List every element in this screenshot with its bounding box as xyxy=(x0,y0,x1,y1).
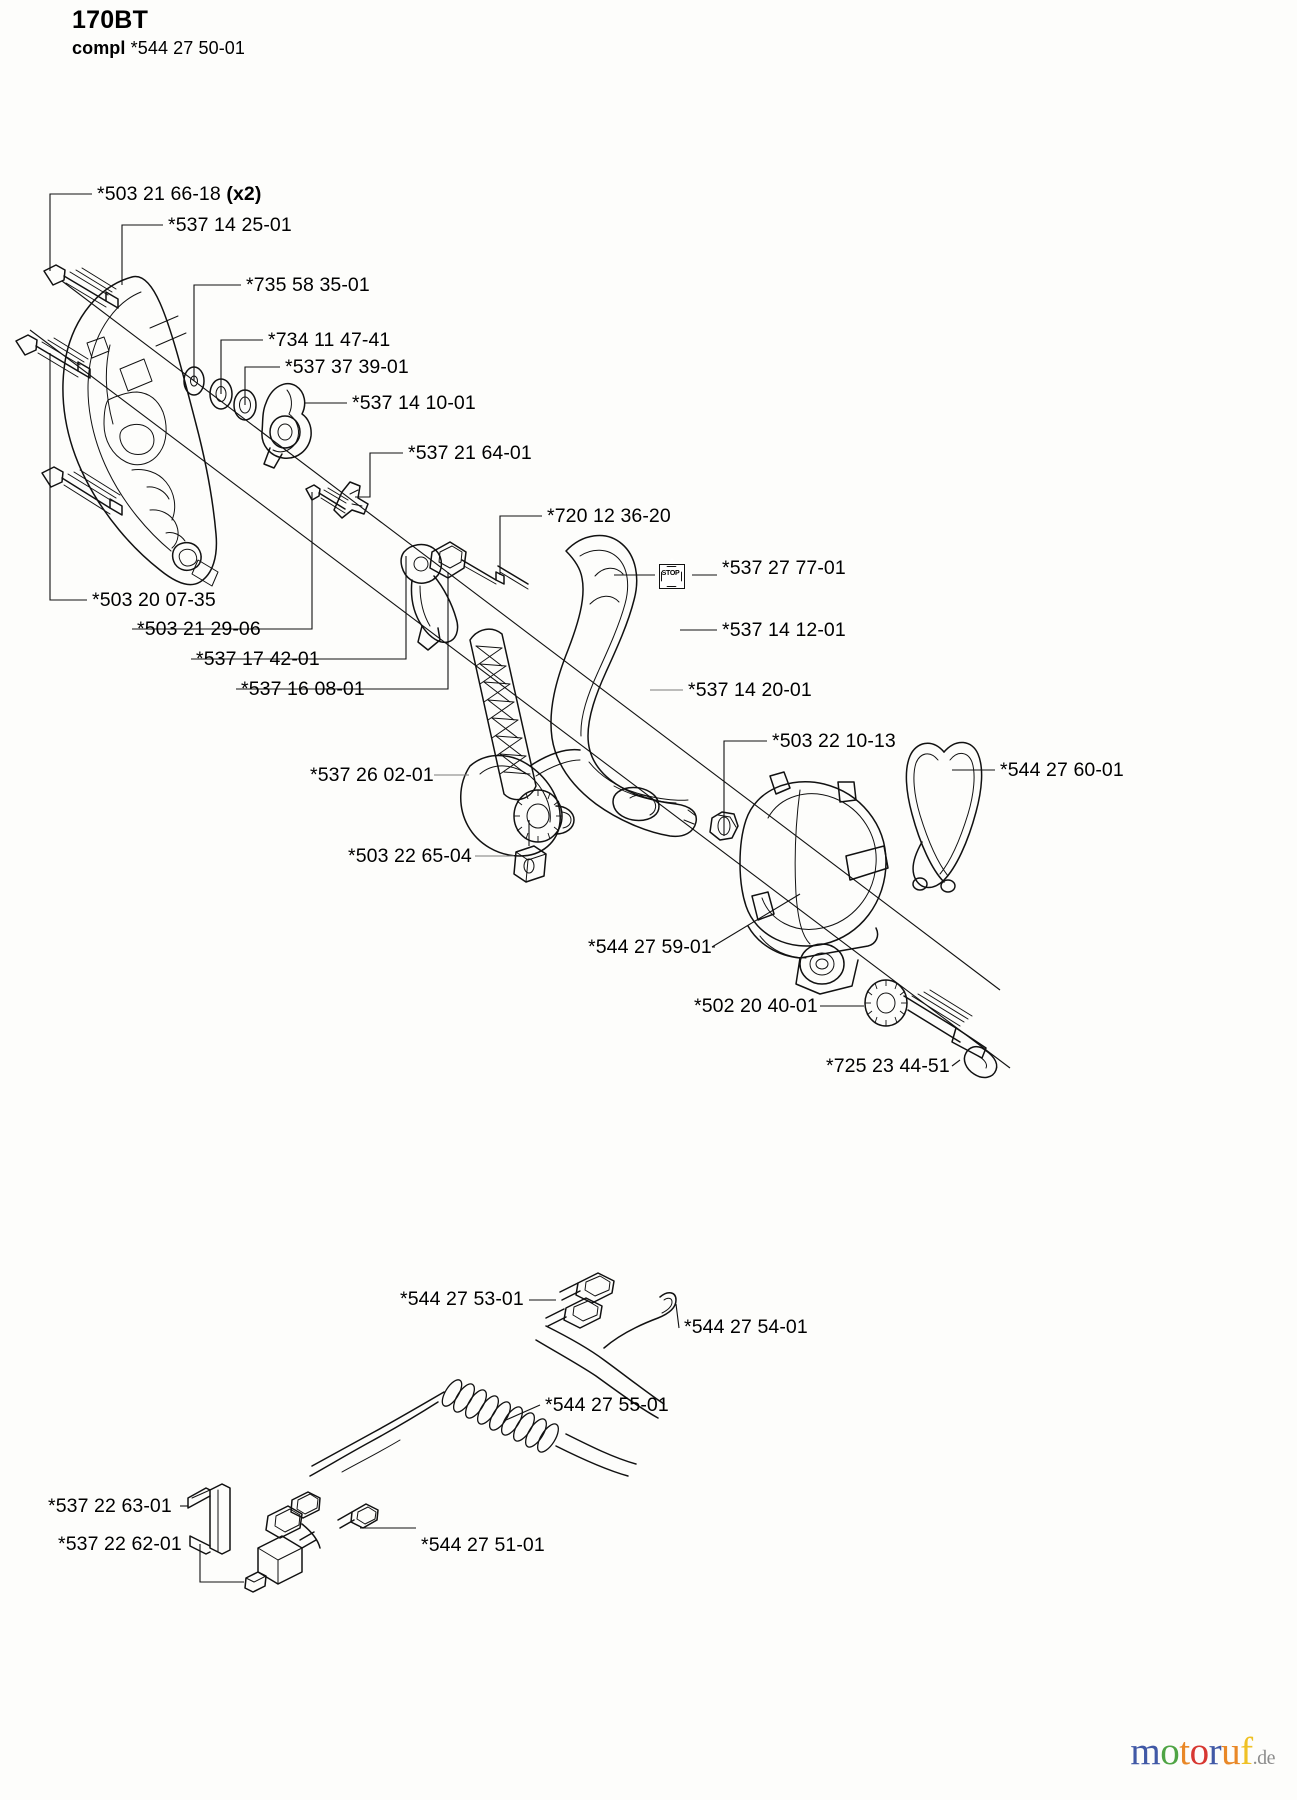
small-screw-part xyxy=(305,484,349,514)
part-number-label: *544 27 59-01 xyxy=(588,936,712,958)
part-number-label: *537 27 77-01 xyxy=(722,557,846,579)
part-number-label: *735 58 35-01 xyxy=(246,274,370,296)
part-number-label: *537 21 64-01 xyxy=(408,442,532,464)
screw-part-1 xyxy=(43,264,119,309)
square-nut-part xyxy=(513,845,547,883)
watermark-letter: u xyxy=(1221,1730,1241,1773)
throttle-tube-part xyxy=(497,565,529,590)
part-number-label: *734 11 47-41 xyxy=(268,329,391,351)
part-number-text: *537 37 39-01 xyxy=(285,356,409,378)
part-number-label: *537 14 12-01 xyxy=(722,619,846,641)
throttle-body-part xyxy=(261,382,312,469)
part-number-label: *544 27 60-01 xyxy=(1000,759,1124,781)
part-number-label: *537 16 08-01 xyxy=(241,678,365,700)
part-number-label: *503 21 66-18 (x2) xyxy=(97,183,262,205)
part-number-text: *537 14 20-01 xyxy=(688,679,812,701)
part-number-text: *544 27 51-01 xyxy=(421,1534,545,1556)
part-number-text: *537 26 02-01 xyxy=(310,764,434,786)
part-number-label: *503 20 07-35 xyxy=(92,589,216,611)
part-number-label: *503 22 10-13 xyxy=(772,730,896,752)
part-number-text: *544 27 55-01 xyxy=(545,1394,669,1416)
stop-decal-text: STOP xyxy=(661,570,680,577)
part-number-label: *537 17 42-01 xyxy=(196,648,320,670)
clamp-bolt-part xyxy=(903,989,998,1079)
part-number-label: *537 14 25-01 xyxy=(168,214,292,236)
part-number-label: *720 12 36-20 xyxy=(547,505,671,527)
page-title: 170BT xyxy=(72,6,149,34)
part-number-text: *537 21 64-01 xyxy=(408,442,532,464)
throttle-link-part xyxy=(429,541,505,585)
part-number-text: *537 27 77-01 xyxy=(722,557,846,579)
watermark-letter: f xyxy=(1240,1730,1253,1773)
tube-clamp-part xyxy=(739,771,889,995)
handle-housing-part xyxy=(550,534,698,838)
part-number-label: *544 27 54-01 xyxy=(684,1316,808,1338)
screw-part-2 xyxy=(15,334,91,379)
bellows-grip-part xyxy=(469,628,537,801)
part-number-label: *537 37 39-01 xyxy=(285,356,409,378)
air-tube-part xyxy=(460,748,581,857)
part-number-text: *537 22 62-01 xyxy=(58,1533,182,1555)
part-number-label: *544 27 51-01 xyxy=(421,1534,545,1556)
part-number-text: *537 22 63-01 xyxy=(48,1495,172,1517)
part-number-label: *537 26 02-01 xyxy=(310,764,434,786)
wiring-harness-group xyxy=(187,1272,677,1593)
knurled-knob-part xyxy=(513,789,575,843)
part-number-text: *503 22 65-04 xyxy=(348,845,472,867)
assembly-number: *544 27 50-01 xyxy=(130,38,246,58)
watermark-suffix: .de xyxy=(1252,1747,1276,1769)
part-number-text: *537 16 08-01 xyxy=(241,678,365,700)
part-number-text: *735 58 35-01 xyxy=(246,274,370,296)
part-number-label: *725 23 44-51 xyxy=(826,1055,950,1077)
part-number-text: *503 21 29-06 xyxy=(137,618,261,640)
watermark-letter: m xyxy=(1130,1730,1161,1773)
assembly-subtitle: compl *544 27 50-01 xyxy=(72,38,245,59)
part-number-label: *502 20 40-01 xyxy=(694,995,818,1017)
watermark-letter: o xyxy=(1160,1730,1180,1773)
site-watermark: motoruf.de xyxy=(1130,1732,1275,1778)
part-number-text: *734 11 47-41 xyxy=(268,329,391,351)
assembly-axis-lines xyxy=(29,280,1011,1069)
spring-clip-part xyxy=(905,741,983,893)
part-number-label: *503 22 65-04 xyxy=(348,845,472,867)
clamp-knob-part xyxy=(864,979,908,1027)
stop-decal-icon: STOP xyxy=(657,558,687,589)
part-number-label: *537 14 20-01 xyxy=(688,679,812,701)
part-number-text: *544 27 54-01 xyxy=(684,1316,808,1338)
part-number-text: *537 14 10-01 xyxy=(352,392,476,414)
assembly-prefix: compl xyxy=(72,38,126,58)
watermark-letter: o xyxy=(1189,1730,1210,1773)
part-number-label: *544 27 53-01 xyxy=(400,1288,524,1310)
part-number-label: *503 21 29-06 xyxy=(137,618,261,640)
part-number-text: *537 14 12-01 xyxy=(722,619,846,641)
part-number-label: *544 27 55-01 xyxy=(545,1394,669,1416)
part-number-label: *537 14 10-01 xyxy=(352,392,476,414)
part-number-text: *544 27 59-01 xyxy=(588,936,712,958)
part-quantity-suffix: (x2) xyxy=(220,183,262,205)
part-number-label: *537 22 62-01 xyxy=(58,1533,182,1555)
part-number-text: *537 17 42-01 xyxy=(196,648,320,670)
retainer-clip-part xyxy=(333,481,369,519)
part-number-text: *544 27 60-01 xyxy=(1000,759,1124,781)
part-number-label: *537 22 63-01 xyxy=(48,1495,172,1517)
part-number-text: *502 20 40-01 xyxy=(694,995,818,1017)
part-number-text: *725 23 44-51 xyxy=(826,1055,950,1077)
watermark-letters: motoruf xyxy=(1130,1730,1253,1773)
part-number-text: *503 22 10-13 xyxy=(772,730,896,752)
stop-decal-octagon xyxy=(661,566,682,587)
watermark-letter: t xyxy=(1179,1730,1190,1773)
part-number-text: *537 14 25-01 xyxy=(168,214,292,236)
handle-half-shell xyxy=(62,275,219,587)
part-number-text: *503 20 07-35 xyxy=(92,589,216,611)
part-number-text: *503 21 66-18 xyxy=(97,183,221,205)
part-number-text: *544 27 53-01 xyxy=(400,1288,524,1310)
watermark-letter: r xyxy=(1208,1730,1222,1773)
part-number-text: *720 12 36-20 xyxy=(547,505,671,527)
